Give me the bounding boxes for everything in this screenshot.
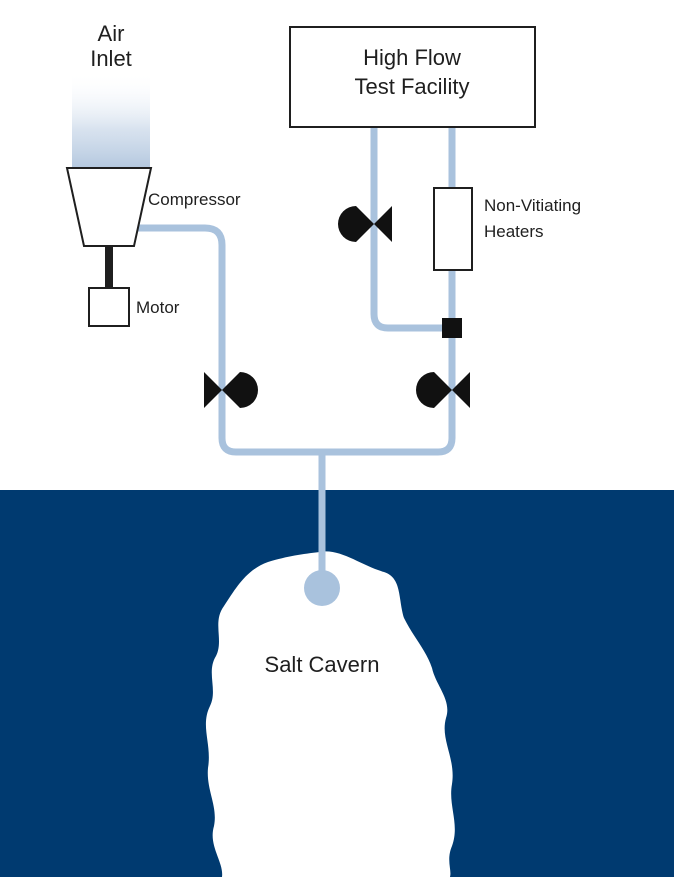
valve-icon-compressor-line: [204, 372, 258, 408]
label-air-inlet-1: Air: [98, 21, 125, 46]
label-heaters-2: Heaters: [484, 222, 544, 241]
valve-icon-right-line: [416, 372, 470, 408]
label-motor: Motor: [136, 298, 180, 317]
test-facility-box: [289, 26, 536, 128]
motor-shaft: [105, 246, 113, 288]
pipe-to-right-valve: [318, 324, 456, 456]
pipe-bypass-branch: [370, 124, 456, 332]
compressor-icon: [65, 167, 153, 247]
heaters-box: [433, 187, 473, 271]
label-compressor: Compressor: [148, 190, 241, 209]
pipe-network: [130, 124, 456, 592]
cavern-inlet-node: [304, 570, 340, 606]
label-heaters-1: Non-Vitiating: [484, 196, 581, 215]
salt-cavern-shape: [205, 551, 455, 877]
label-air-inlet-2: Inlet: [90, 46, 132, 71]
air-inlet-flow: [72, 72, 150, 168]
label-facility-2: Test Facility: [355, 74, 470, 99]
label-salt-cavern: Salt Cavern: [265, 652, 380, 677]
motor-icon: [88, 287, 130, 327]
label-facility-1: High Flow: [363, 45, 461, 70]
junction-block: [442, 318, 462, 338]
valve-icon-bypass-line: [338, 206, 392, 242]
pipe-compressor-to-valve: [130, 224, 326, 456]
